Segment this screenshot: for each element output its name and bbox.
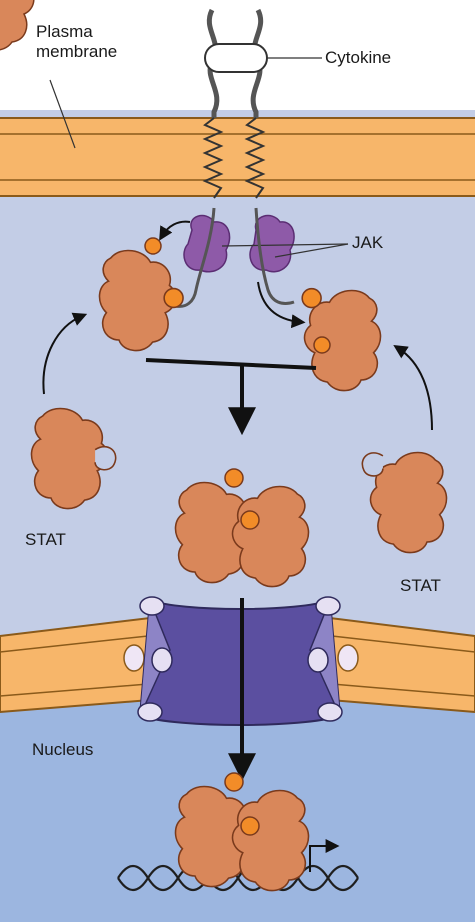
jak-label: JAK — [352, 233, 383, 253]
phosphate — [225, 773, 243, 791]
phosphate — [241, 511, 259, 529]
cytokine-label: Cytokine — [325, 48, 391, 68]
phosphate — [241, 817, 259, 835]
phosphate — [145, 238, 161, 254]
cytokine — [205, 44, 267, 72]
phosphate — [314, 337, 330, 353]
plasma-membrane — [0, 118, 475, 196]
stat-label-right: STAT — [400, 576, 441, 596]
phosphate — [225, 469, 243, 487]
plasma-membrane-label: Plasma membrane — [36, 22, 117, 61]
phosphate — [302, 289, 321, 308]
phosphate — [164, 289, 183, 308]
stat-label-left: STAT — [25, 530, 66, 550]
nucleus-label: Nucleus — [32, 740, 93, 760]
